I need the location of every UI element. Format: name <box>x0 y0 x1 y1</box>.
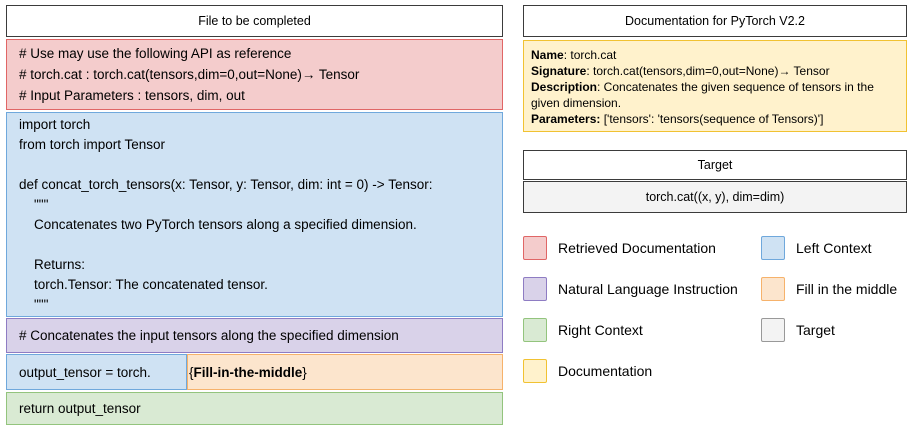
legend-item: Right Context <box>523 318 761 343</box>
retrieved-doc-line: # torch.cat : torch.cat(tensors,dim=0,ou… <box>19 67 360 82</box>
legend-label: Documentation <box>558 363 653 380</box>
fim-label: Fill-in-the-middle <box>193 364 303 380</box>
left-context-block: import torch from torch import Tensor de… <box>6 112 503 317</box>
retrieved-doc-line: # Use may use the following API as refer… <box>19 46 292 61</box>
legend-column-1: Retrieved Documentation Natural Language… <box>523 236 761 400</box>
retrieved-doc-line: # Input Parameters : tensors, dim, out <box>19 88 245 103</box>
left-context-line: from torch import Tensor <box>19 136 166 152</box>
legend-label: Natural Language Instruction <box>558 281 738 298</box>
file-panel-title: File to be completed <box>198 14 311 28</box>
left-context-line: def concat_torch_tensors(x: Tensor, y: T… <box>19 176 433 192</box>
fill-in-the-middle-box: {Fill-in-the-middle} <box>187 354 503 390</box>
target-panel-title: Target <box>697 158 733 172</box>
legend-label: Left Context <box>796 240 872 257</box>
left-context-line <box>19 235 502 255</box>
legend-label: Retrieved Documentation <box>558 240 716 257</box>
target-value-box: torch.cat((x, y), dim=dim) <box>523 181 907 214</box>
legend-swatch <box>761 277 785 302</box>
left-context-line: torch.Tensor: The concatenated tensor. <box>19 276 268 292</box>
doc-panel-header: Documentation for PyTorch V2.2 <box>523 5 907 37</box>
doc-field-value: : Concatenates the given sequence of ten… <box>531 80 874 110</box>
legend-swatch <box>523 359 547 384</box>
retrieved-documentation-block: # Use may use the following API as refer… <box>6 39 503 110</box>
left-context-line: Returns: <box>19 256 86 272</box>
legend: Retrieved Documentation Natural Language… <box>523 236 907 400</box>
legend-label: Fill in the middle <box>796 281 898 298</box>
left-context-line: """ <box>19 196 49 212</box>
doc-field: Signature: torch.cat(tensors,dim=0,out=N… <box>531 63 899 79</box>
target-value: torch.cat((x, y), dim=dim) <box>645 190 785 205</box>
legend-item: Target <box>761 318 907 343</box>
nl-instruction-block: # Concatenates the input tensors along t… <box>6 318 503 353</box>
target-panel-header: Target <box>523 150 907 180</box>
legend-swatch <box>523 277 547 302</box>
doc-field-label: Name <box>531 48 564 62</box>
nl-instruction-text: # Concatenates the input tensors along t… <box>19 327 399 343</box>
legend-label: Right Context <box>558 322 643 339</box>
doc-field: Parameters: ['tensors': 'tensors(sequenc… <box>531 111 899 127</box>
doc-field-label: Parameters: <box>531 112 601 126</box>
legend-swatch <box>761 236 785 261</box>
legend-item: Documentation <box>523 359 761 384</box>
file-panel: File to be completed # Use may use the f… <box>6 5 503 425</box>
left-context-line <box>19 155 502 175</box>
legend-column-2: Left Context Fill in the middle Target <box>761 236 907 400</box>
fim-open-brace: { <box>189 364 194 380</box>
doc-field: Description: Concatenates the given sequ… <box>531 79 899 111</box>
right-context-text: return output_tensor <box>19 400 141 416</box>
right-context-block: return output_tensor <box>6 392 503 425</box>
fim-close-brace: } <box>302 364 307 380</box>
doc-field-value: ['tensors': 'tensors(sequence of Tensors… <box>600 112 824 126</box>
doc-panel-title: Documentation for PyTorch V2.2 <box>625 14 805 28</box>
doc-field-label: Signature <box>531 64 587 78</box>
doc-field-value: : torch.cat <box>563 48 617 62</box>
fim-left-code: output_tensor = torch. <box>19 364 151 380</box>
doc-field-value: : torch.cat(tensors,dim=0,out=None)→ Ten… <box>586 64 830 78</box>
left-context-line: """ <box>19 296 49 312</box>
legend-item: Retrieved Documentation <box>523 236 761 261</box>
legend-swatch <box>523 236 547 261</box>
legend-item: Left Context <box>761 236 907 261</box>
file-panel-header: File to be completed <box>6 5 503 37</box>
fim-left-context-box: output_tensor = torch. <box>6 354 187 390</box>
legend-item: Fill in the middle <box>761 277 907 302</box>
doc-field-label: Description <box>531 80 598 94</box>
legend-item: Natural Language Instruction <box>523 277 761 302</box>
right-column: Documentation for PyTorch V2.2 Name: tor… <box>523 5 907 400</box>
doc-field: Name: torch.cat <box>531 47 899 63</box>
fim-row: output_tensor = torch. {Fill-in-the-midd… <box>6 354 503 390</box>
legend-swatch <box>523 318 547 343</box>
legend-label: Target <box>796 322 835 339</box>
legend-swatch <box>761 318 785 343</box>
left-context-line: Concatenates two PyTorch tensors along a… <box>19 216 417 232</box>
documentation-block: Name: torch.cat Signature: torch.cat(ten… <box>523 40 907 132</box>
left-context-line: import torch <box>19 116 91 132</box>
